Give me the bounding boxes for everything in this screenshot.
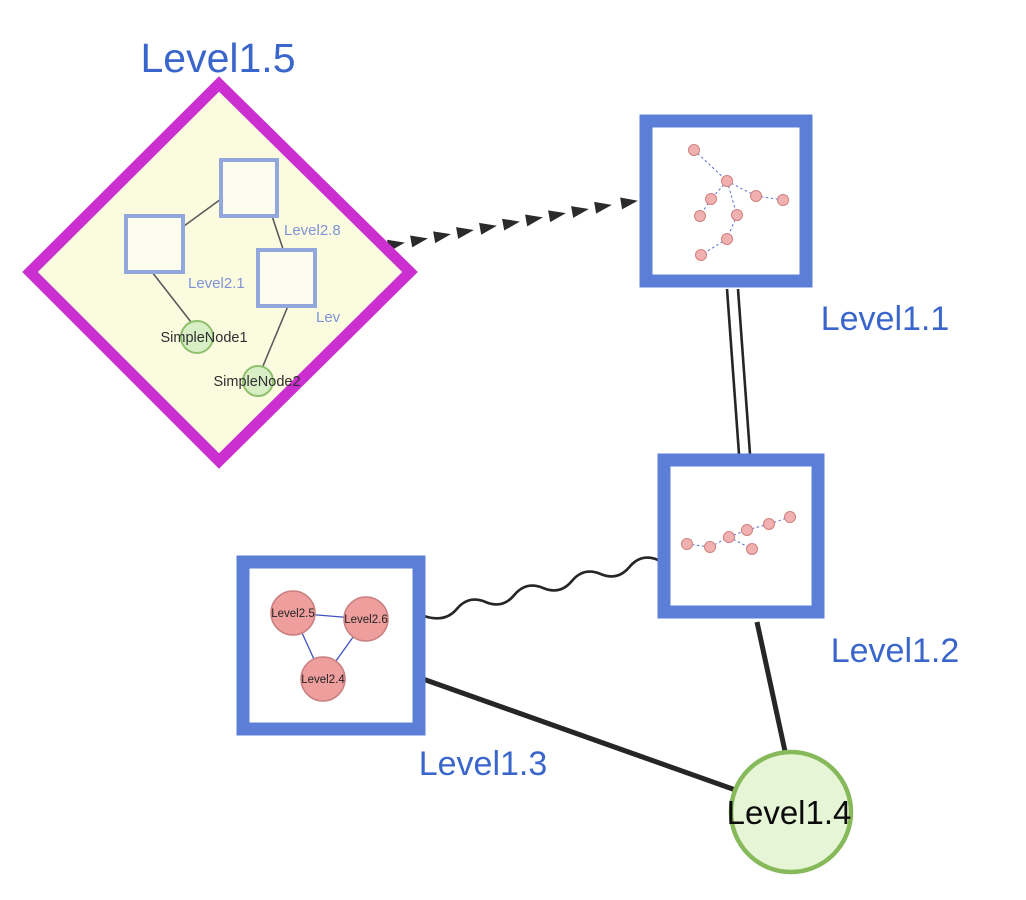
node-level1-1: Level1.1 (639, 114, 950, 338)
mini-node[interactable] (695, 249, 707, 261)
edge-level1-2-to-level1-4[interactable] (754, 621, 791, 766)
edge-level1-3-to-level1-2[interactable] (423, 556, 659, 620)
subnode-lev-shape[interactable] (256, 248, 317, 308)
mini-edge[interactable] (746, 523, 770, 531)
subnode-level2-8-shape[interactable] (219, 158, 279, 218)
mini-node[interactable] (721, 233, 733, 245)
edge-parallel-line-2[interactable] (736, 288, 752, 455)
mini-node[interactable] (688, 144, 700, 156)
simplenode1-label: SimpleNode1 (160, 330, 247, 346)
inner-edge-level2-1-simplenode1[interactable] (151, 271, 192, 323)
edge-layer (387, 197, 791, 801)
mini-node[interactable] (784, 511, 796, 523)
mini-node[interactable] (763, 518, 775, 530)
inner-edge-level2-8-lev[interactable] (271, 215, 284, 250)
edge-level1-3-to-level1-4[interactable] (422, 676, 759, 801)
subnode-level2-8-label: Level2.8 (284, 222, 341, 239)
node-label-level1-1: Level1.1 (821, 300, 950, 338)
subnode-level2-1-shape[interactable] (124, 214, 185, 274)
mini-node[interactable] (681, 538, 693, 550)
level1-2-mini-graph (681, 511, 796, 555)
mini-edge[interactable] (768, 516, 791, 525)
subnode-level2-5-shape[interactable] (270, 590, 316, 636)
simplenode2-label: SimpleNode2 (213, 374, 300, 390)
node-level1-2-box[interactable] (657, 453, 825, 619)
node-level1-4-circle[interactable] (728, 749, 854, 875)
mini-node[interactable] (721, 175, 733, 187)
mini-node[interactable] (746, 543, 758, 555)
level1-1-mini-graph (688, 144, 789, 261)
mini-node[interactable] (741, 524, 753, 536)
node-level1-3-box[interactable] (236, 555, 426, 736)
edge-parallel-line-1[interactable] (725, 288, 741, 455)
inner-edge-lev-simplenode2[interactable] (262, 305, 289, 367)
mini-node[interactable] (705, 193, 717, 205)
inner-edge-level2-1-level2-8[interactable] (183, 198, 222, 227)
node-label-level1-3: Level1.3 (419, 745, 548, 783)
mini-node[interactable] (777, 194, 789, 206)
simplenode1-shape[interactable] (180, 320, 214, 354)
subnode-level2-4-shape[interactable] (300, 656, 346, 702)
node-level1-5-diamond[interactable] (22, 76, 418, 469)
node-level1-5: Level2.8 Level2.1 Lev SimpleNode1 Simple… (22, 35, 418, 469)
node-level1-3: Level2.5 Level2.6 Level2.4 Level1.3 (236, 555, 548, 783)
subnode-lev-label: Lev (316, 309, 341, 326)
edge-level1-1-to-level1-2[interactable] (725, 288, 752, 455)
simplenode2-shape[interactable] (242, 365, 274, 397)
level1-3-mini-graph: Level2.5 Level2.6 Level2.4 (270, 590, 389, 702)
mini-node[interactable] (731, 209, 743, 221)
node-level1-2: Level1.2 (657, 453, 960, 670)
mini-node[interactable] (694, 210, 706, 222)
node-label-level1-2: Level1.2 (831, 632, 960, 670)
subnode-level2-4-label: Level2.4 (301, 674, 345, 686)
subnode-level2-1-label: Level2.1 (188, 275, 245, 292)
mini-edge[interactable] (709, 536, 730, 548)
mini-node[interactable] (704, 541, 716, 553)
subnode-level2-6-shape[interactable] (343, 596, 389, 642)
mini-node[interactable] (723, 531, 735, 543)
node-level1-4: Level1.4 (727, 749, 854, 875)
node-label-level1-5: Level1.5 (140, 35, 295, 81)
subnode-level2-6-label: Level2.6 (344, 614, 387, 626)
mini-node[interactable] (750, 190, 762, 202)
mini-edge[interactable] (686, 543, 711, 548)
edge-level1-5-to-level1-1[interactable] (387, 197, 638, 252)
node-label-level1-4: Level1.4 (727, 794, 852, 831)
subnode-level2-5-label: Level2.5 (271, 608, 314, 620)
